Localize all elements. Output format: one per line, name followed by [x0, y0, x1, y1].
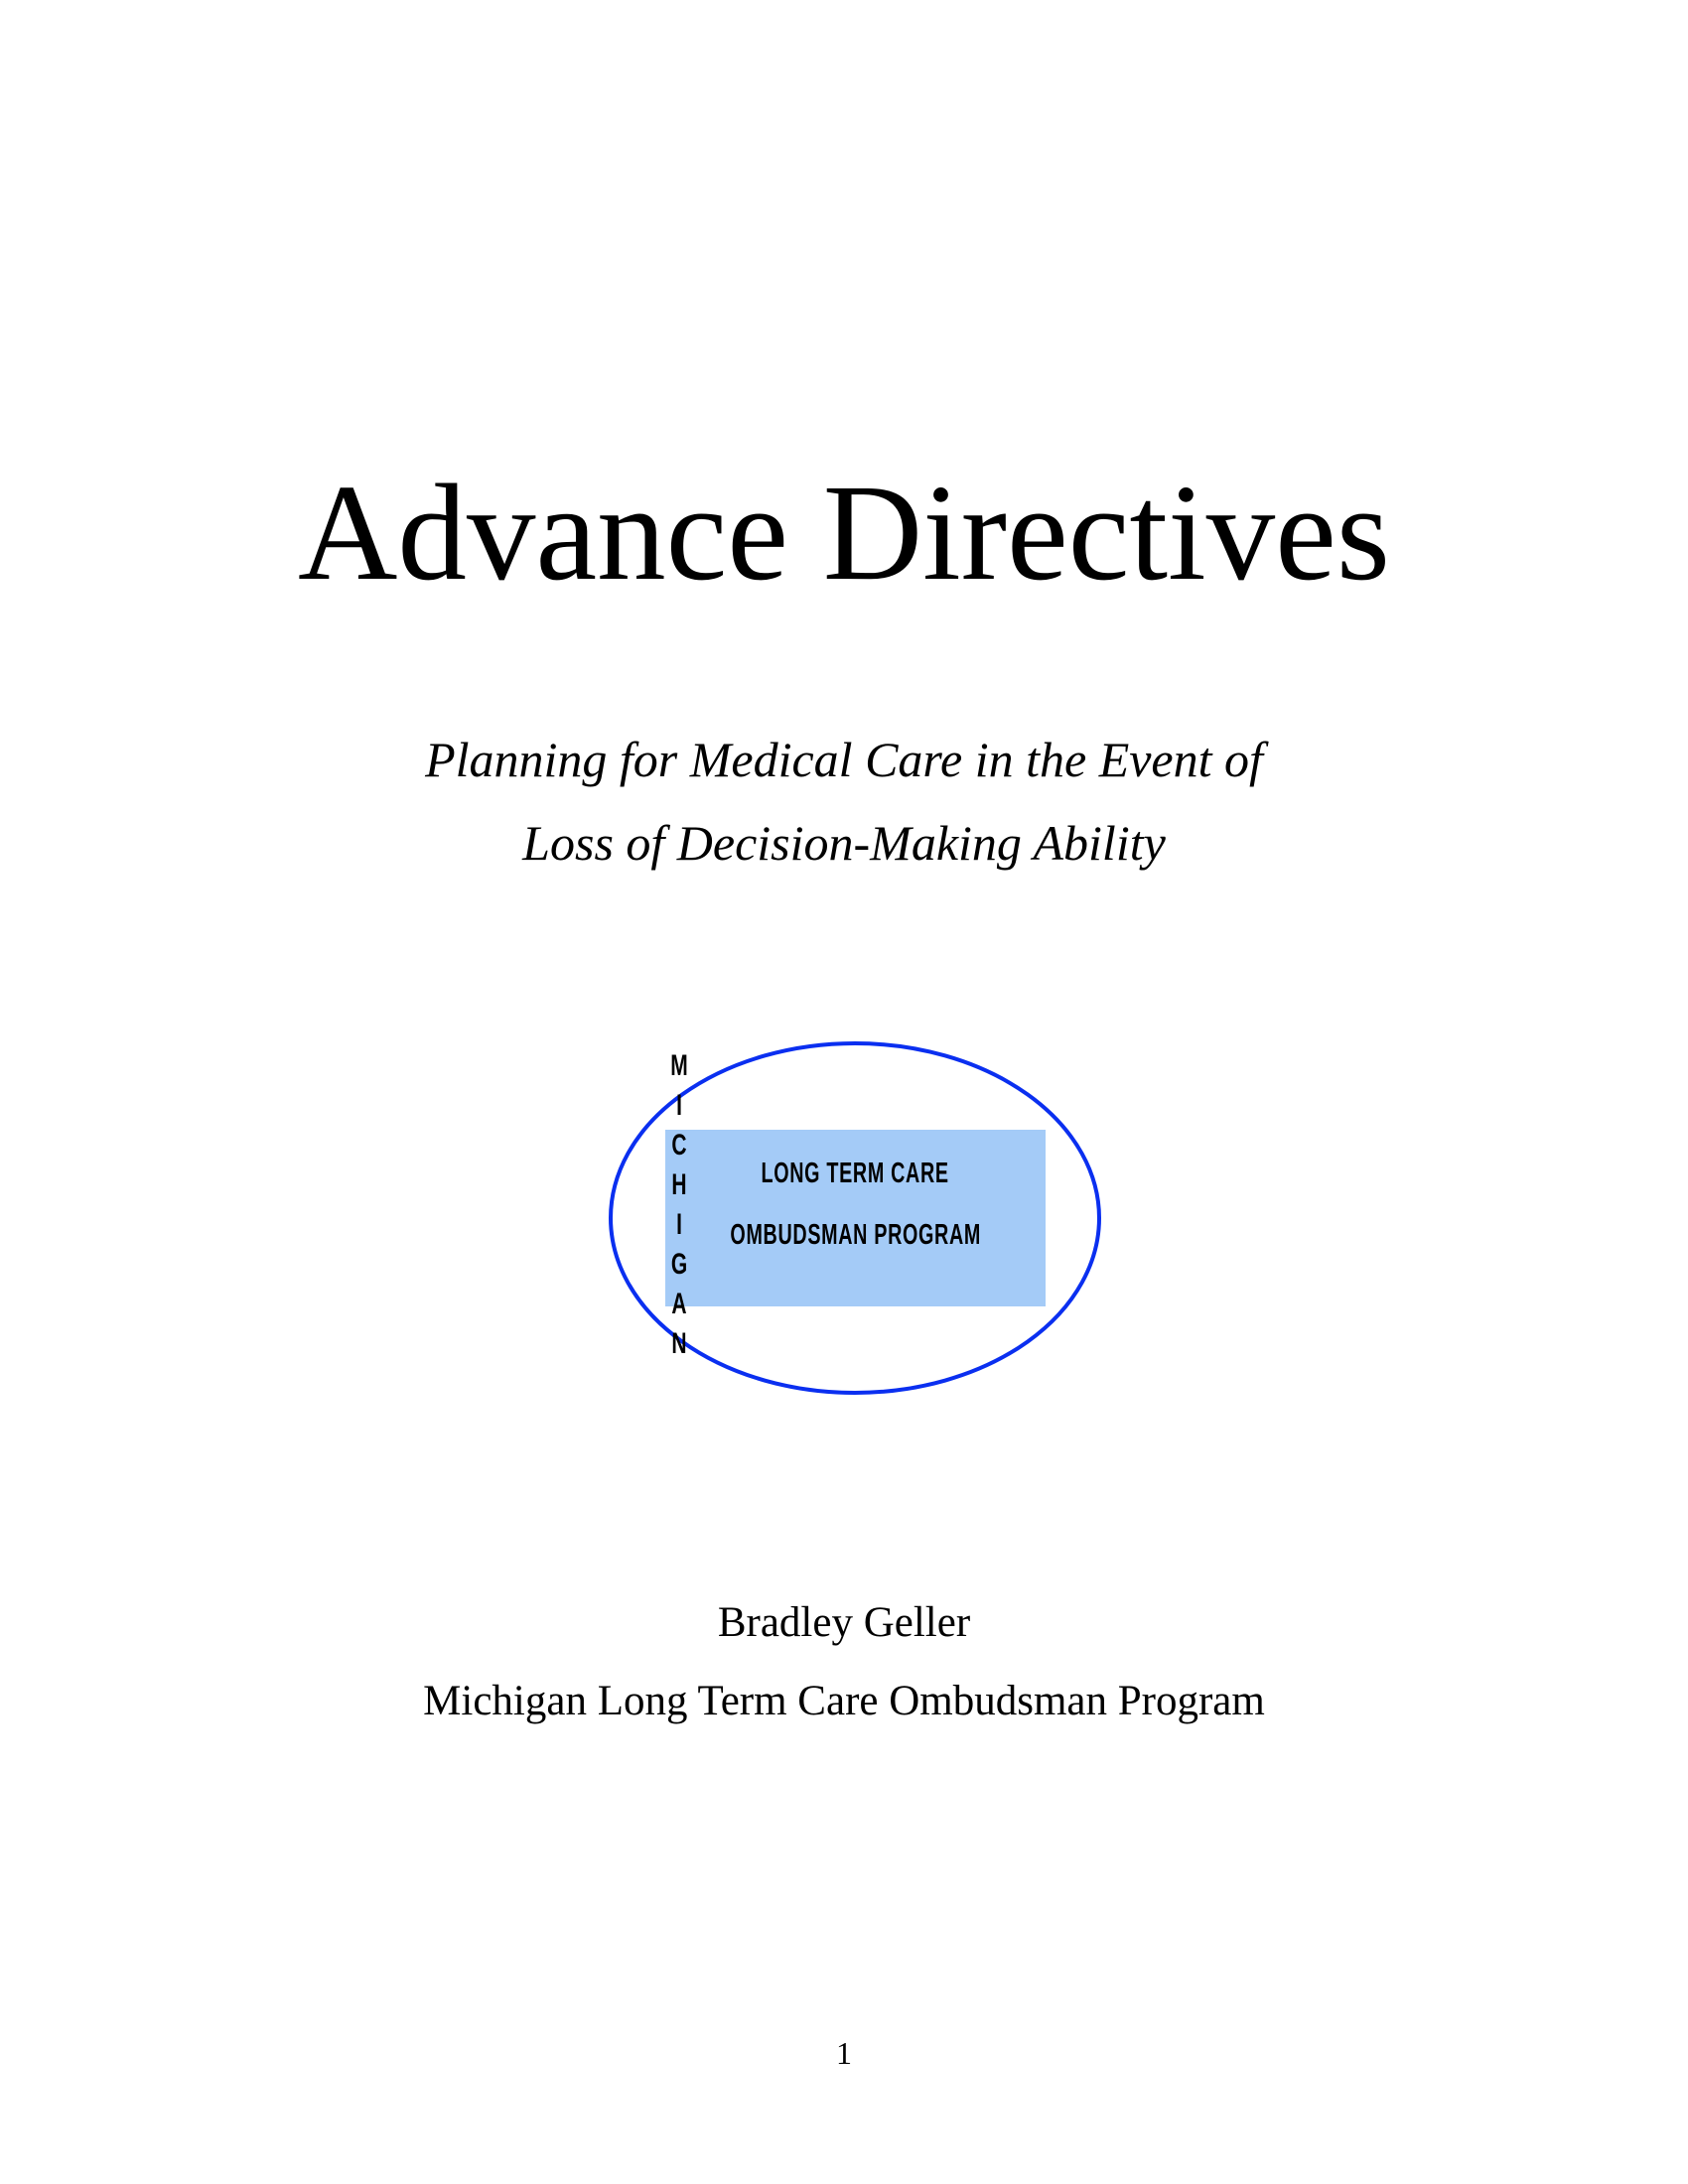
logo-letter: I	[676, 1089, 682, 1122]
organization-name: Michigan Long Term Care Ombudsman Progra…	[423, 1678, 1265, 1724]
logo-letter: H	[671, 1168, 687, 1201]
logo-letter: C	[671, 1129, 687, 1161]
logo-letter: N	[671, 1327, 687, 1360]
ombudsman-logo: LONG TERM CARE OMBUDSMAN PROGRAM M I C H…	[596, 1023, 1122, 1420]
page-number: 1	[836, 2035, 852, 2071]
subtitle-line-2: Loss of Decision-Making Ability	[522, 815, 1166, 871]
logo-letter: G	[670, 1248, 688, 1281]
logo-line2-text: OMBUDSMAN PROGRAM	[730, 1219, 981, 1251]
logo-ellipse-icon	[609, 1041, 1101, 1395]
author-name: Bradley Geller	[717, 1599, 971, 1646]
document-title: Advance Directives	[298, 457, 1390, 610]
logo-text-line-1: LONG TERM CARE	[665, 1160, 1046, 1188]
logo-letter: I	[676, 1208, 682, 1241]
logo-blue-box	[665, 1130, 1046, 1306]
logo-letter: M	[670, 1049, 688, 1082]
subtitle-line-1: Planning for Medical Care in the Event o…	[425, 732, 1263, 787]
logo-text-line-2: OMBUDSMAN PROGRAM	[665, 1221, 1046, 1250]
logo-letter: A	[671, 1288, 687, 1320]
logo-line1-text: LONG TERM CARE	[761, 1158, 950, 1189]
logo-vertical-michigan: M I C H I G A N	[665, 1046, 693, 1364]
